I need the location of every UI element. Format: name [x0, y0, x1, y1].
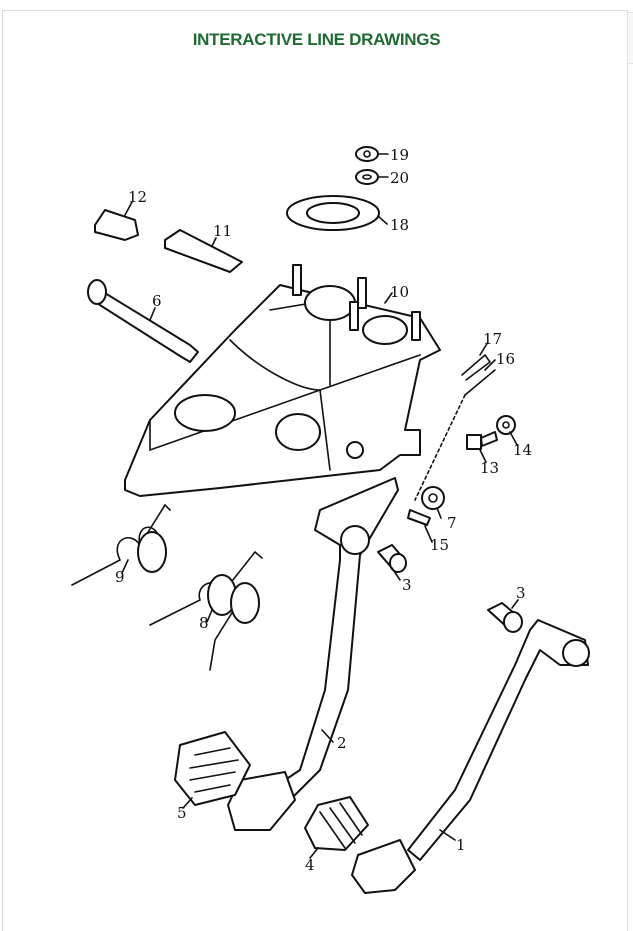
- part-11-plate[interactable]: [164, 229, 243, 273]
- callout-20[interactable]: 20: [390, 169, 409, 187]
- part-9-spring[interactable]: [71, 503, 171, 586]
- callout-7[interactable]: 7: [447, 514, 457, 532]
- part-17-clevis[interactable]: [461, 353, 492, 381]
- callout-5[interactable]: 5: [177, 804, 187, 822]
- part-3-bush[interactable]: [377, 544, 407, 573]
- part-12-clip[interactable]: [94, 209, 139, 241]
- callout-4[interactable]: 4: [305, 856, 315, 874]
- callout-14[interactable]: 14: [513, 441, 532, 459]
- callout-12[interactable]: 12: [128, 188, 147, 206]
- part-20-washer[interactable]: [355, 169, 379, 185]
- callout-15[interactable]: 15: [430, 536, 449, 554]
- part-18-gasket[interactable]: [286, 195, 380, 231]
- scrollbar[interactable]: [627, 12, 633, 64]
- callout-3b[interactable]: 3: [516, 584, 526, 602]
- callout-17[interactable]: 17: [483, 330, 502, 348]
- part-8-spring[interactable]: [149, 550, 263, 671]
- callout-19[interactable]: 19: [390, 146, 409, 164]
- callout-8[interactable]: 8: [199, 614, 209, 632]
- part-2-clutch-pedal[interactable]: [227, 477, 399, 831]
- part-5-pedal-pad[interactable]: [174, 731, 251, 806]
- callout-1[interactable]: 1: [456, 836, 466, 854]
- part-13-bolt[interactable]: [466, 431, 498, 450]
- callout-6[interactable]: 6: [152, 292, 162, 310]
- part-1-brake-pedal[interactable]: [351, 619, 590, 894]
- callout-18[interactable]: 18: [390, 216, 409, 234]
- part-16-split-pin[interactable]: [464, 369, 496, 396]
- part-6-pivot-pin[interactable]: [87, 279, 199, 363]
- callout-11[interactable]: 11: [213, 222, 232, 240]
- page-title: INTERACTIVE LINE DRAWINGS: [192, 30, 441, 49]
- callout-13[interactable]: 13: [480, 459, 499, 477]
- callout-16[interactable]: 16: [496, 350, 515, 368]
- part-10-pedal-box[interactable]: [124, 264, 441, 497]
- callout-10[interactable]: 10: [390, 283, 409, 301]
- callout-9[interactable]: 9: [115, 568, 125, 586]
- part-4-pedal-pad[interactable]: [304, 796, 369, 851]
- callout-3[interactable]: 3: [402, 576, 412, 594]
- callout-2[interactable]: 2: [337, 734, 347, 752]
- part-14-nut[interactable]: [496, 415, 516, 435]
- part-7-nut[interactable]: [421, 486, 445, 510]
- part-19-nut[interactable]: [355, 146, 379, 162]
- part-3-bush-2[interactable]: [487, 602, 523, 633]
- part-15-bolt[interactable]: [407, 509, 431, 526]
